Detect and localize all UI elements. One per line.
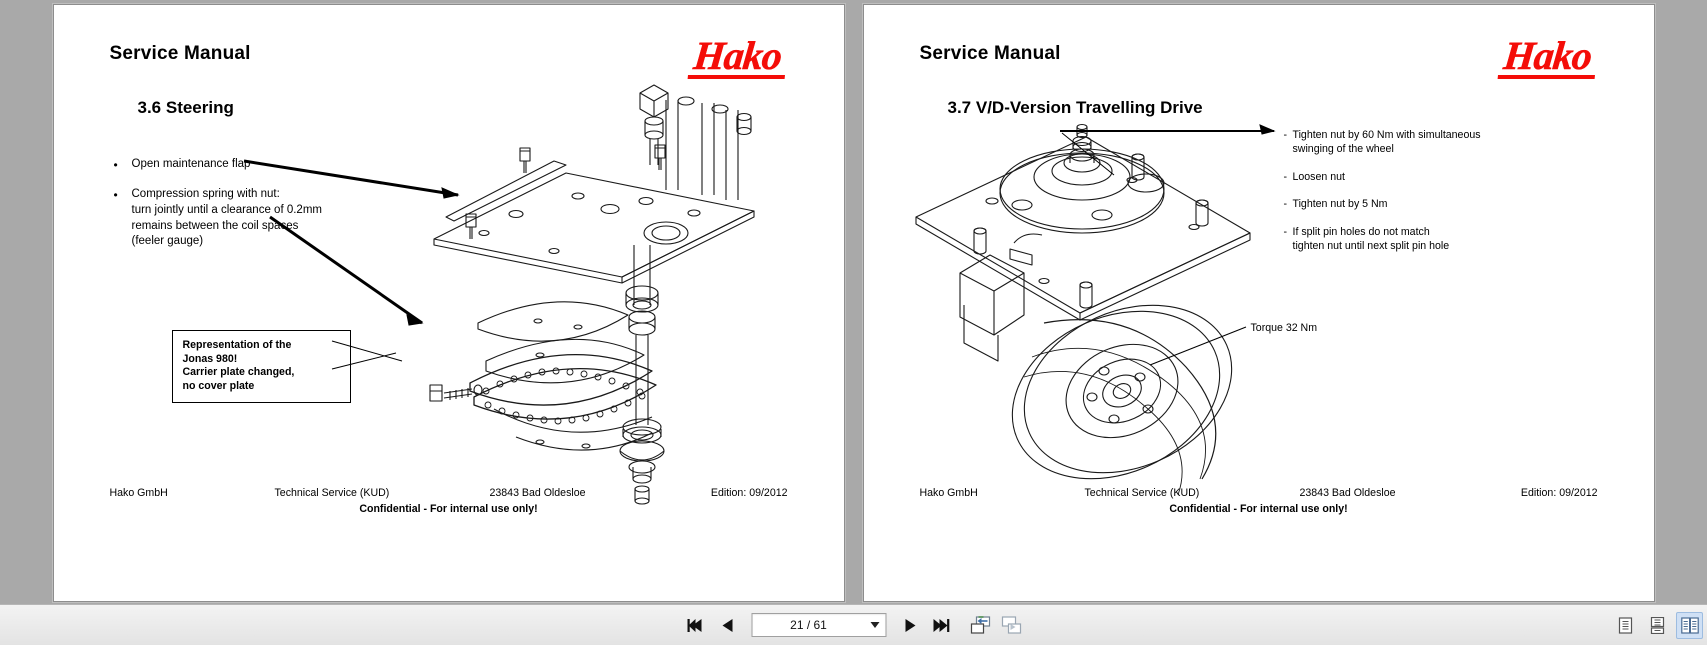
annotation-line: Tighten nut by 60 Nm with simultaneous (1292, 129, 1481, 141)
continuous-view-icon (1650, 616, 1665, 634)
last-page-button[interactable] (930, 613, 952, 637)
hako-logo: Hako (692, 33, 784, 79)
note-box-line: no cover plate (182, 379, 255, 392)
note-box-line: Jonas 980! (182, 352, 238, 365)
section-title: 3.6 Steering (137, 98, 234, 117)
hako-logo: Hako (1502, 33, 1594, 79)
fit-page-icon (970, 616, 990, 634)
dash-icon: - (1283, 170, 1288, 183)
note-box-line: Carrier plate changed, (182, 366, 295, 379)
annotation-line: swinging of the wheel (1292, 142, 1394, 155)
document-page-left[interactable]: Service Manual Hako 3.6 Steering • Open … (52, 4, 845, 602)
footer-department: Technical Service (KUD) (274, 487, 390, 499)
next-page-button[interactable] (899, 613, 921, 637)
annotation-line: tighten nut until next split pin hole (1292, 239, 1450, 252)
note-box: Representation of the Jonas 980! Carrier… (171, 330, 351, 404)
document-pages-area: Service Manual Hako 3.6 Steering • Open … (0, 0, 1707, 605)
dash-icon: - (1283, 129, 1288, 141)
page-navigation-group: 21 / 61 (685, 605, 1022, 645)
footer-company: Hako GmbH (109, 487, 168, 499)
annotation-line: Loosen nut (1292, 170, 1345, 183)
page-footer: Hako GmbH Technical Service (KUD) 23843 … (54, 487, 844, 527)
fit-width-icon (1001, 616, 1021, 634)
page-header-title: Service Manual (109, 43, 251, 64)
previous-page-icon (722, 618, 732, 632)
annotation-item: - Loosen nut (1284, 171, 1534, 185)
list-item-line: Compression spring with nut: (131, 187, 280, 200)
instruction-list: • Open maintenance flap • Compression sp… (112, 157, 412, 264)
fit-page-button[interactable] (969, 613, 991, 637)
footer-department: Technical Service (KUD) (1084, 487, 1200, 499)
annotation-item: - Tighten nut by 60 Nm with simultaneous… (1284, 129, 1534, 157)
dash-icon: - (1283, 198, 1288, 211)
chevron-down-icon[interactable] (865, 615, 885, 635)
page-footer: Hako GmbH Technical Service (KUD) 23843 … (864, 487, 1654, 527)
torque-label: Torque 32 Nm (1250, 322, 1318, 334)
note-box-line: Representation of the (182, 339, 292, 351)
dash-icon: - (1283, 226, 1288, 239)
bullet-dot-icon: • (113, 158, 118, 172)
single-page-view-icon (1618, 616, 1633, 634)
first-page-icon (687, 618, 702, 632)
footer-confidential-notice: Confidential - For internal use only! (359, 503, 538, 515)
bullet-dot-icon: • (113, 187, 118, 202)
annotation-line: Tighten nut by 5 Nm (1292, 198, 1388, 211)
footer-address: 23843 Bad Oldesloe (1299, 487, 1396, 499)
single-page-view-button[interactable] (1612, 612, 1639, 639)
list-item-line: (feeler gauge) (131, 235, 204, 248)
list-item-line: Open maintenance flap (131, 158, 251, 170)
next-page-icon (905, 618, 915, 632)
two-page-view-icon (1680, 616, 1699, 634)
document-page-right[interactable]: Service Manual Hako 3.7 V/D-Version Trav… (862, 4, 1655, 602)
two-page-view-button[interactable] (1676, 611, 1703, 639)
footer-address: 23843 Bad Oldesloe (489, 487, 586, 499)
footer-edition: Edition: 09/2012 (710, 487, 788, 499)
list-item-line: remains between the coil spaces (131, 219, 299, 232)
first-page-button[interactable] (685, 613, 707, 637)
section-title: 3.7 V/D-Version Travelling Drive (947, 98, 1203, 117)
continuous-view-button[interactable] (1644, 612, 1671, 639)
fit-width-button[interactable] (1000, 613, 1022, 637)
list-item-line: turn jointly until a clearance of 0.2mm (131, 203, 322, 216)
footer-company: Hako GmbH (919, 487, 978, 499)
list-item: • Open maintenance flap (112, 157, 412, 173)
list-item: • Compression spring with nut: turn join… (112, 187, 412, 250)
page-indicator-label: 21 / 61 (790, 618, 827, 632)
page-number-select[interactable]: 21 / 61 (751, 613, 886, 637)
footer-confidential-notice: Confidential - For internal use only! (1169, 503, 1348, 515)
footer-edition: Edition: 09/2012 (1520, 487, 1598, 499)
annotation-line: If split pin holes do not match (1292, 226, 1430, 239)
view-mode-group (1612, 605, 1703, 645)
previous-page-button[interactable] (716, 613, 738, 637)
annotation-item: - If split pin holes do not match tighte… (1284, 226, 1534, 254)
annotation-list: - Tighten nut by 60 Nm with simultaneous… (1284, 129, 1534, 268)
last-page-icon (933, 618, 950, 632)
page-header-title: Service Manual (919, 43, 1061, 64)
annotation-item: - Tighten nut by 5 Nm (1284, 198, 1534, 212)
viewer-toolbar: 21 / 61 (0, 604, 1707, 645)
